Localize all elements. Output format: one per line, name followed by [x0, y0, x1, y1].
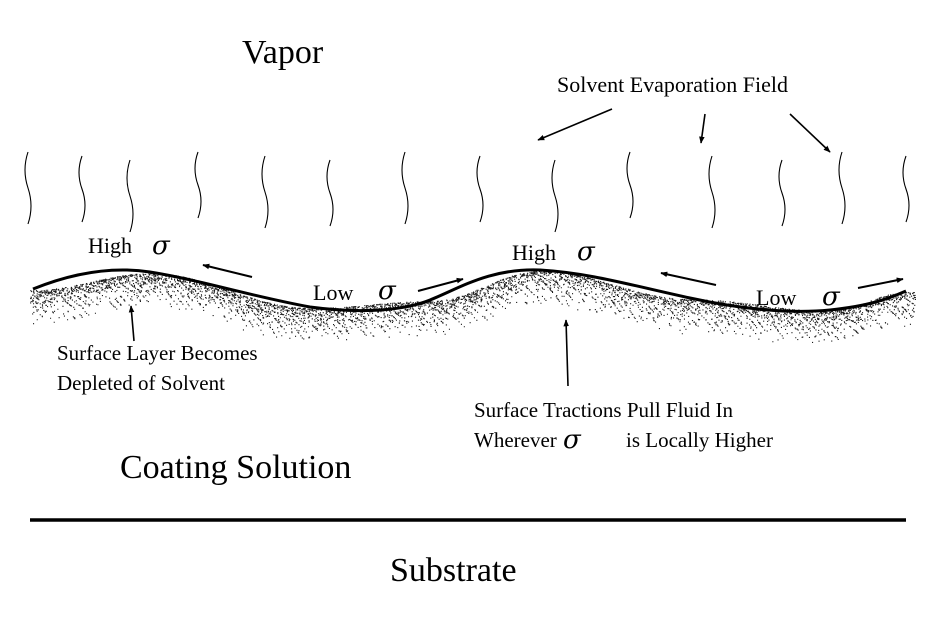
- evaporation-squiggle: [778, 159, 786, 227]
- sigma-symbol-low-right: σ: [822, 282, 841, 312]
- depleted-layer-pointer-arrow: [128, 305, 135, 342]
- sigma-symbol-high-left: σ: [152, 231, 171, 261]
- evaporation-squiggle: [24, 151, 32, 225]
- stipple-dots: [30, 271, 917, 343]
- low-label-left: Low: [313, 280, 353, 305]
- sigma-symbol-tractions: σ: [563, 425, 582, 455]
- flow-arrow-toward-high-left: [202, 263, 253, 278]
- evaporation-squiggle: [476, 155, 484, 223]
- evaporation-squiggle: [626, 151, 634, 219]
- evaporation-field-squiggles: [24, 151, 910, 233]
- evaporation-squiggle: [78, 155, 86, 223]
- evaporation-squiggle: [326, 159, 334, 227]
- evaporation-squiggle: [261, 155, 269, 229]
- flow-arrow-toward-high-center-left: [417, 277, 464, 292]
- free-surface-line: [32, 268, 907, 313]
- evaporation-squiggle: [194, 151, 202, 219]
- flow-arrow-toward-right-edge: [857, 277, 904, 289]
- depleted-surface-layer: [30, 271, 917, 343]
- evaporation-arrow-left: [537, 108, 613, 141]
- depleted-label-line2: Depleted of Solvent: [57, 371, 225, 395]
- coating-solution-label: Coating Solution: [120, 449, 351, 486]
- tractions-label-line2-a: Wherever: [474, 428, 557, 452]
- evaporation-squiggle: [126, 159, 134, 233]
- tractions-pointer-arrow: [563, 319, 569, 387]
- low-label-right: Low: [756, 285, 796, 310]
- evaporation-field-label: Solvent Evaporation Field: [557, 72, 788, 97]
- evaporation-squiggle: [551, 159, 559, 233]
- depleted-label-line1: Surface Layer Becomes: [57, 341, 258, 365]
- tractions-label-line2-b: is Locally Higher: [626, 428, 773, 452]
- evaporation-squiggle: [838, 151, 846, 225]
- evaporation-squiggle: [708, 155, 716, 229]
- sigma-symbol-low-left: σ: [378, 276, 397, 306]
- evaporation-squiggle: [401, 151, 409, 225]
- evaporation-arrow-right: [789, 113, 831, 153]
- evaporation-arrow-middle: [699, 113, 706, 144]
- sigma-symbol-high-center: σ: [577, 237, 596, 267]
- high-label-center: High: [512, 240, 556, 265]
- substrate-label: Substrate: [390, 552, 517, 589]
- tractions-label-line1: Surface Tractions Pull Fluid In: [474, 398, 734, 422]
- vapor-label: Vapor: [242, 34, 324, 71]
- evaporation-squiggle: [902, 155, 910, 223]
- flow-arrow-toward-high-center-right: [660, 271, 717, 286]
- high-label-left: High: [88, 233, 132, 258]
